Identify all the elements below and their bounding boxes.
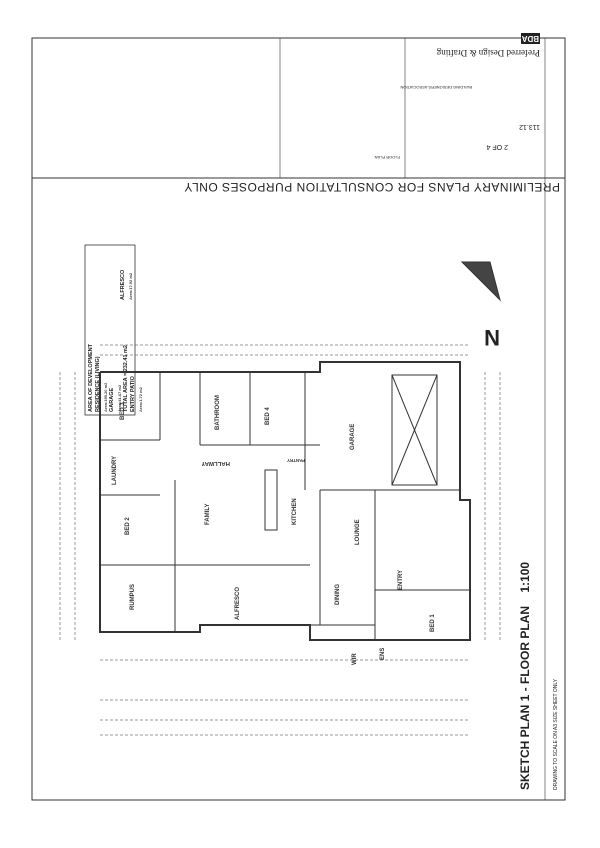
area-line: Area:17.92 m2 — [128, 272, 133, 300]
building-outline — [99, 361, 471, 641]
scale-note: DRAWING TO SCALE ON A3 SIZE SHEET ONLY — [553, 678, 559, 790]
room-dining: DINING — [335, 584, 341, 605]
area-line: Area:195.20 m2 — [103, 382, 108, 412]
room-bed-4: BED 4 — [265, 407, 271, 425]
area-line: ALFRESCO — [120, 269, 126, 300]
company-name: Preferred Design & Drafting — [436, 48, 540, 58]
sheet-number: 2 OF 4 — [486, 143, 508, 150]
scale-label: 1:100 — [518, 561, 532, 593]
area-line: RESIDENCE (LIVING) — [95, 356, 101, 412]
area-box-heading: AREA OF DEVELOPMENT — [88, 344, 94, 412]
room-wir: WIR — [352, 653, 358, 665]
room-entry: ENTRY — [398, 569, 404, 590]
area-box-alfresco: ALFRESCO Area:17.92 m2 — [120, 270, 134, 300]
sheet-title: SKETCH PLAN 1 - FLOOR PLAN 1:100 — [518, 561, 532, 790]
sheet-border — [31, 37, 566, 801]
room-lounge: LOUNGE — [355, 519, 361, 545]
room-bed-1: BED 1 — [430, 614, 436, 632]
room-garage: GARAGE — [350, 423, 356, 450]
room-alfresco: ALFRESCO — [235, 587, 241, 620]
room-laundry: LAUNDRY — [112, 455, 118, 485]
project-number: 113.12 — [519, 123, 540, 130]
bda-logo: BDA — [520, 33, 540, 44]
room-bed-3: BED 3 — [120, 402, 126, 420]
north-arrow-icon — [460, 261, 501, 302]
room-ens: ENS — [380, 647, 386, 660]
room-hallway: HALLWAY — [201, 460, 230, 466]
room-pantry: PANTRY — [287, 458, 305, 463]
room-kitchen: KITCHEN — [292, 498, 298, 525]
internal-walls — [100, 372, 470, 640]
area-of-development-box: AREA OF DEVELOPMENT RESIDENCE (LIVING) A… — [88, 344, 144, 412]
north-label: N — [484, 325, 500, 350]
association-name: BUILDING DESIGNERS ASSOCIATION — [400, 85, 473, 90]
area-line: GARAGE — [109, 387, 115, 412]
drawing-name: FLOOR PLAN — [374, 155, 400, 160]
preliminary-banner: PRELIMINARY PLANS FOR CONSULTATION PURPO… — [183, 180, 560, 194]
area-line: Area:1.72 m2 — [138, 387, 143, 412]
room-family: FAMILY — [205, 503, 211, 525]
dimension-lines — [59, 344, 501, 736]
area-box-frame — [84, 244, 136, 416]
room-rumpus: RUMPUS — [130, 583, 136, 610]
room-bathroom: BATHROOM — [215, 395, 221, 430]
room-bed-2: BED 2 — [125, 517, 131, 535]
area-line: ENTRY PATIO — [130, 376, 136, 412]
